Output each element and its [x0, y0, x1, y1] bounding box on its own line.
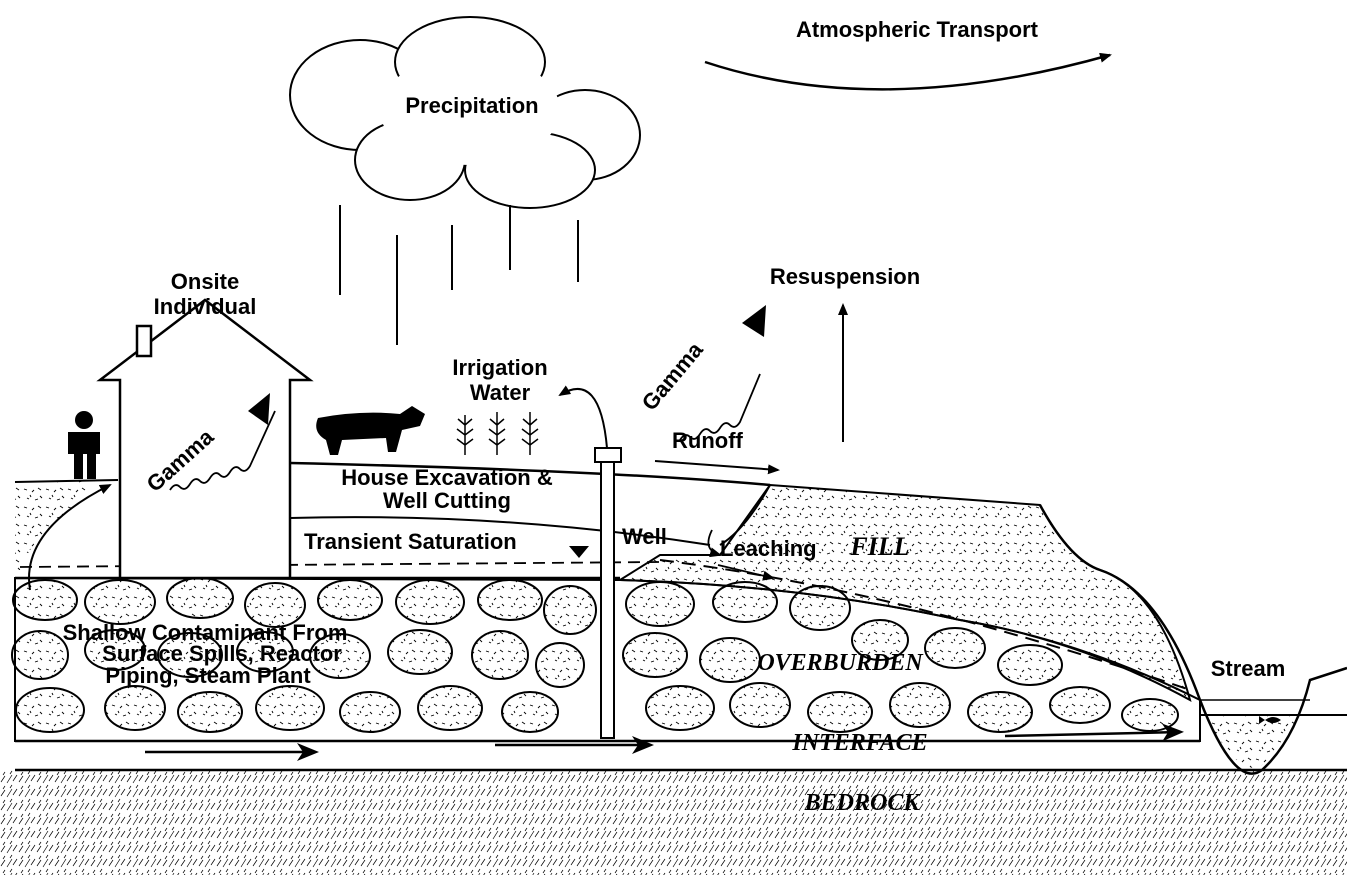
runoff-label: Runoff: [672, 428, 744, 453]
left-ground: [15, 480, 118, 590]
precipitation-label: Precipitation: [405, 93, 538, 118]
gamma-label-field: Gamma: [637, 337, 709, 415]
atmospheric-transport-label: Atmospheric Transport: [796, 17, 1039, 42]
cow-icon: [316, 406, 425, 455]
shallow-contaminant-label-3: Piping, Steam Plant: [105, 663, 311, 688]
leaching-label: Leaching: [720, 536, 817, 561]
person-icon: [68, 411, 100, 479]
bedrock-layer: [0, 770, 1347, 875]
overburden-label: OVERBURDEN: [757, 650, 924, 676]
rain-lines: [340, 205, 578, 345]
house-excavation-label-2: Well Cutting: [383, 488, 511, 513]
stream-label: Stream: [1211, 656, 1286, 681]
interface-label: INTERFACE: [791, 730, 927, 756]
water-table-triangle-icon: [569, 546, 589, 558]
crops-icon: [457, 412, 538, 455]
atmospheric-transport-arrow: [705, 55, 1110, 89]
onsite-individual-label-1: Onsite: [171, 269, 239, 294]
gamma-arrowhead-field: [742, 305, 766, 337]
well-label: Well: [622, 524, 667, 549]
stream: [1200, 668, 1347, 774]
resuspension-label: Resuspension: [770, 264, 920, 289]
house-excavation-label-1: House Excavation &: [341, 465, 553, 490]
irrigation-water-label-2: Water: [470, 380, 531, 405]
runoff-arrow: [655, 461, 778, 470]
irrigation-water-label-1: Irrigation: [452, 355, 547, 380]
bedrock-label: BEDROCK: [804, 790, 922, 816]
leaching-arrow-1: [708, 530, 720, 555]
onsite-individual-label-2: Individual: [154, 294, 257, 319]
transient-saturation-label: Transient Saturation: [304, 529, 517, 554]
fill-label: FILL: [849, 532, 909, 561]
